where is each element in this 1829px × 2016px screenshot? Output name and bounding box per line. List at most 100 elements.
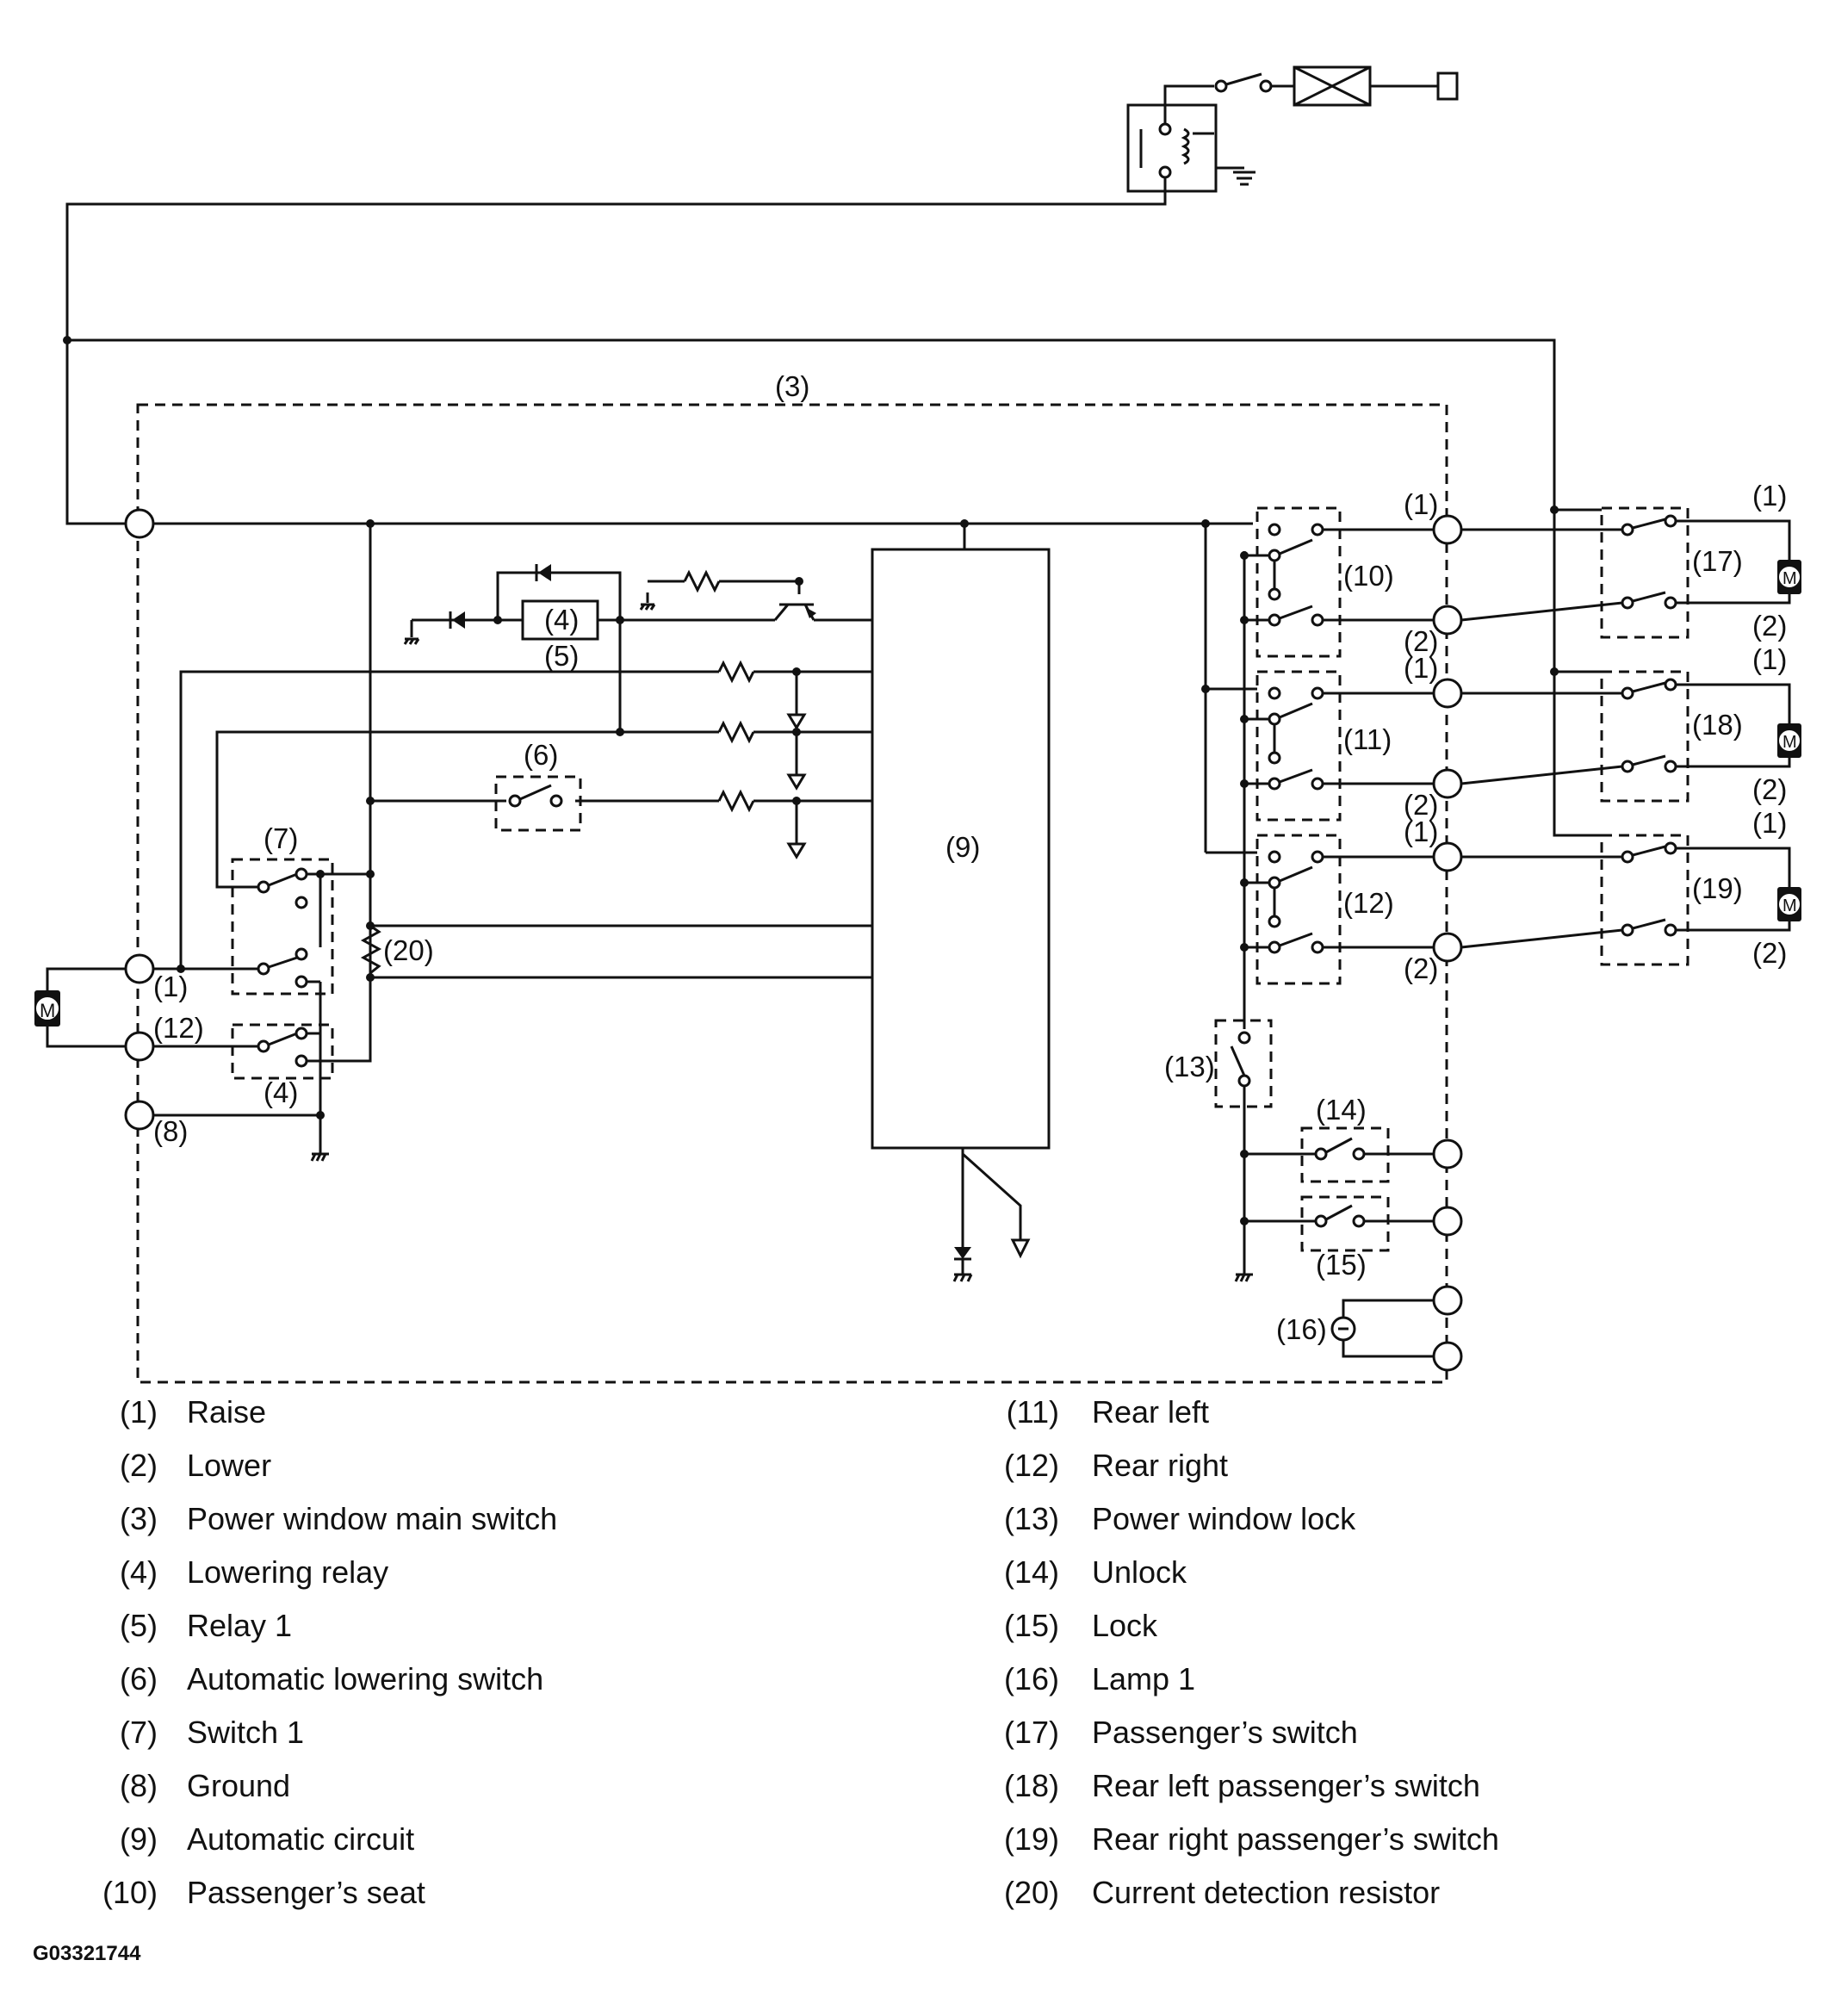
motor-wire: [1676, 683, 1791, 723]
switch-lever: [1632, 845, 1666, 857]
passenger-feed-wire: [67, 338, 1602, 837]
callout-motor-raise: (1): [1752, 480, 1787, 512]
legend-label: Automatic circuit: [187, 1821, 415, 1857]
callout-lock-sw: (15): [1316, 1249, 1367, 1281]
power-window-lock: (13): [1164, 551, 1273, 1282]
contact: [1621, 596, 1634, 610]
main-fuse-switch: [1214, 72, 1294, 93]
switch-lever: [1632, 518, 1666, 530]
callout-motor-raise: (1): [1752, 807, 1787, 839]
legend-number: (19): [1003, 1821, 1059, 1857]
switch-lever: [1632, 681, 1666, 693]
legend-number: (1): [120, 1394, 158, 1430]
lower-link: [1460, 601, 1623, 622]
legend-number: (17): [1003, 1715, 1059, 1750]
legend-number: (2): [120, 1448, 158, 1483]
power-feed-wire: [65, 177, 1167, 525]
wiring-diagram: (3) (9): [34, 65, 1801, 1384]
callout-raise: (1): [1404, 488, 1438, 520]
legend-label: Current detection resistor: [1092, 1875, 1441, 1910]
legend-number: (4): [120, 1554, 158, 1590]
motor-label: M: [1782, 896, 1797, 915]
legend-number: (3): [120, 1501, 158, 1536]
power-relay: [1126, 84, 1256, 193]
passenger-switch-block: [1600, 670, 1690, 803]
switch-lever: [1632, 918, 1666, 930]
passenger-switch-block: [1600, 506, 1690, 639]
callout-rear-right: (12): [1343, 887, 1394, 919]
transistor-input: [620, 569, 872, 622]
legend-label: Unlock: [1092, 1554, 1187, 1590]
terminal-power: [124, 508, 155, 539]
callout-raise: (1): [1404, 816, 1438, 847]
legend-number: (12): [1003, 1448, 1059, 1483]
switch-1: (7): [153, 822, 375, 1102]
contact: [1664, 760, 1677, 773]
unlock-lock-switches: (14) (15): [1240, 1094, 1463, 1281]
legend-number: (18): [1003, 1768, 1059, 1803]
switch-block: [1256, 670, 1342, 822]
contact: [1621, 760, 1634, 773]
legend-number: (5): [120, 1608, 158, 1643]
callout-main-switch: (3): [775, 370, 809, 402]
switch-lever: [1279, 702, 1313, 719]
legend-label: Lowering relay: [187, 1554, 389, 1590]
contact: [1621, 523, 1634, 537]
legend-number: (6): [120, 1661, 158, 1697]
callout-lower: (2): [1404, 789, 1438, 821]
switch-lever: [1279, 538, 1313, 555]
contact: [1664, 841, 1677, 855]
contact: [1311, 850, 1324, 864]
contact: [1664, 514, 1677, 528]
motor-label-driver: M: [40, 1000, 55, 1021]
callout-lamp: (16): [1276, 1313, 1327, 1345]
callout-motor-lower: (2): [1752, 937, 1787, 969]
callout-rear-right-passenger-switch: (19): [1692, 872, 1743, 904]
callout-driver-raise: (1): [153, 971, 188, 1002]
switch-lever: [1279, 865, 1313, 883]
contact: [1268, 686, 1281, 700]
callout-passenger-seat: (10): [1343, 560, 1394, 592]
figure-code: G03321744: [33, 1942, 141, 1965]
main-switch-blocks: M(1)(2)(1)(2)M(1)(2)(1)(2)M(1)(2)(1)(2): [1240, 480, 1801, 985]
legend-number: (16): [1003, 1661, 1059, 1697]
switch-lever: [1279, 605, 1313, 620]
automatic-lowering-switch: (6): [494, 739, 582, 832]
callout-relay1: (5): [544, 640, 579, 672]
contact: [1268, 549, 1281, 562]
legend-number: (11): [1006, 1394, 1059, 1430]
callout-auto-lower-switch: (6): [524, 739, 558, 771]
callout-driver-relay: (4): [264, 1076, 298, 1108]
contact: [1268, 751, 1281, 765]
motor-wire: [1676, 921, 1791, 932]
legend-label: Automatic lowering switch: [187, 1661, 544, 1697]
motor-wire: [1676, 758, 1791, 768]
driver-lowering-relay: (4): [153, 1023, 372, 1108]
legend-number: (15): [1003, 1608, 1059, 1643]
fusible-link: [1293, 65, 1459, 107]
switch-lever: [1632, 754, 1666, 766]
switch-lever: [1279, 768, 1313, 784]
switch-block: [1256, 834, 1342, 985]
motor-label: M: [1782, 569, 1797, 588]
contact: [1268, 777, 1281, 791]
callout-motor-lower: (2): [1752, 773, 1787, 805]
legend-number: (13): [1003, 1501, 1059, 1536]
lower-link: [1460, 928, 1623, 949]
lamp-1: (16): [1276, 1285, 1463, 1372]
automatic-circuit-block: [871, 548, 1051, 1150]
callout-resistor: (20): [383, 934, 434, 966]
contact: [1268, 940, 1281, 954]
legend-label: Rear right: [1092, 1448, 1229, 1483]
legend-label: Rear right passenger’s switch: [1092, 1821, 1499, 1857]
legend-label: Passenger’s seat: [187, 1875, 425, 1910]
current-detection-resistor: (20): [360, 921, 434, 982]
contact: [1311, 686, 1324, 700]
legend-label: Rear left: [1092, 1394, 1210, 1430]
legend-number: (7): [120, 1715, 158, 1750]
legend-label: Switch 1: [187, 1715, 305, 1750]
contact: [1268, 587, 1281, 601]
legend-label: Lower: [187, 1448, 272, 1483]
callout-rear-left: (11): [1343, 723, 1392, 755]
contact: [1621, 686, 1634, 700]
